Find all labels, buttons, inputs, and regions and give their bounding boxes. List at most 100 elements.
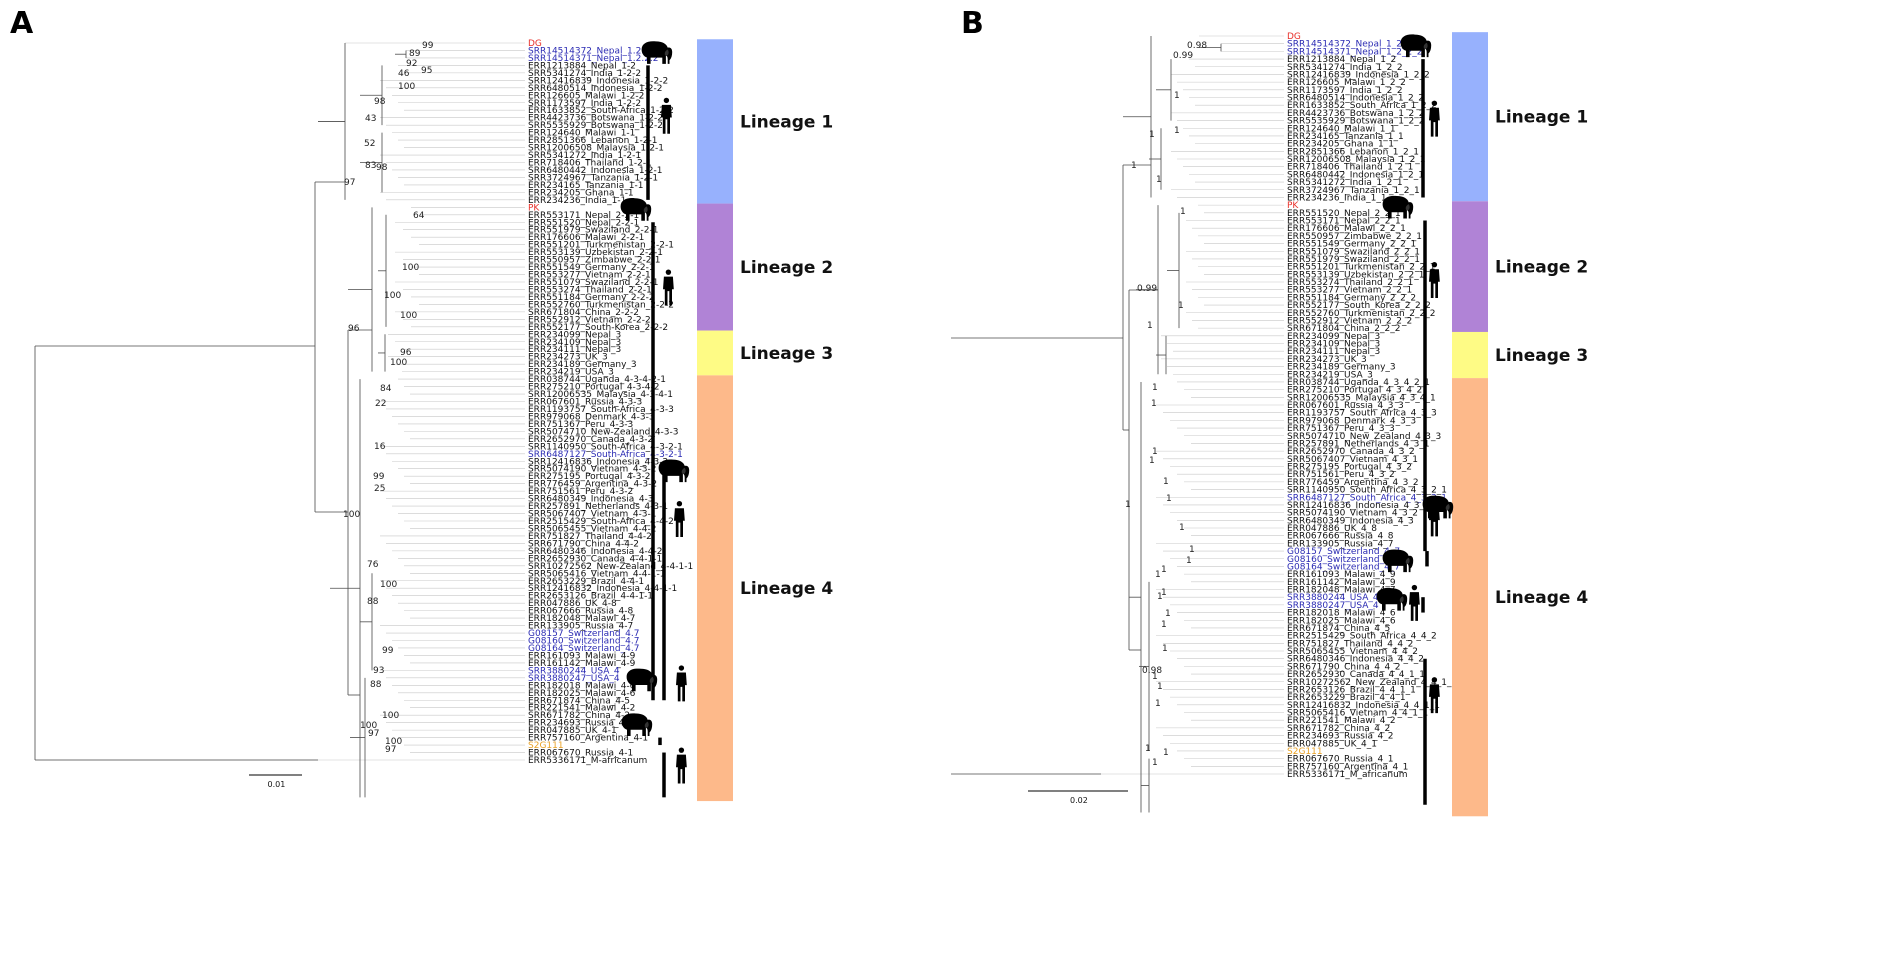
leaf-label: ERR182048_Malawi_4-7 bbox=[528, 614, 635, 624]
support-value: 88 bbox=[367, 597, 379, 607]
leaf-label: ERR553274_Thailand_2-2-1 bbox=[528, 285, 652, 295]
support-value: 1 bbox=[1131, 161, 1137, 171]
leaf-label: SRR671790_China_4_4_2 bbox=[1287, 662, 1400, 672]
leaf-label: SRR5535929_Botswana_1_2_2 bbox=[1287, 117, 1424, 127]
support-value: 1 bbox=[1186, 556, 1192, 566]
elephant-icon bbox=[1376, 587, 1408, 611]
leaf-label: SRR12416839_Indonesia_1_2_2 bbox=[1287, 70, 1430, 80]
leaf-label: SRR5065416_Vietnam_4-4-1-1 bbox=[528, 569, 665, 579]
leaf-label: SRR3880247_USA_4 bbox=[1287, 601, 1379, 611]
leaf-label: ERR671874_China_4-5 bbox=[528, 696, 630, 706]
support-value: 0.98 bbox=[1142, 666, 1162, 676]
leaf-label: SRR5065455_Vietnam_4_4_2 bbox=[1287, 647, 1418, 657]
leaf-label: ERR2515429_South-Africa_4-4-2 bbox=[528, 517, 674, 527]
leaf-label: ERR553139_Uzbekistan_2-2-1 bbox=[528, 248, 663, 258]
leaf-label: ERR234205_Ghana_1-1 bbox=[528, 188, 634, 198]
support-value: 1 bbox=[1165, 609, 1171, 619]
lineage-bar bbox=[697, 375, 733, 802]
leaf-label: ERR067601_Russia_4-3-3 bbox=[528, 398, 642, 408]
leaf-label: ERR2515429_South_Africa_4_4_2 bbox=[1287, 632, 1437, 642]
leaf-label: ERR182018_Malawi_4-6 bbox=[528, 681, 636, 691]
leaf-label: ERR047886_UK_4_8 bbox=[1287, 524, 1377, 534]
leaf-label: ERR1213884_Nepal_1_2 bbox=[1287, 55, 1396, 65]
support-value: 100 bbox=[402, 263, 419, 273]
leaf-label: ERR124640_Malawi_1-1 bbox=[528, 129, 635, 139]
leaf-label: SRR5341274_India_1-2-2 bbox=[528, 69, 641, 79]
leaf-label: ERR2851366_Lebanon_1-2-1 bbox=[528, 136, 658, 146]
leaf-label: SRR671804_China_2-2-2 bbox=[528, 308, 639, 318]
leaf-label: ERR221541_Malawi_4-2 bbox=[528, 704, 635, 714]
lineage-label: Lineage 1 bbox=[740, 112, 833, 132]
leaf-label: ERR2652970_Canada_4_3_2 bbox=[1287, 447, 1415, 457]
leaf-label: SRR12416836_Indonesia_4_3_2 bbox=[1287, 501, 1430, 511]
leaf-label: SRR10272562_New-Zealand_4-4-1-1 bbox=[528, 562, 693, 572]
leaf-label: ERR551201_Turkmenistan_2_2_1 bbox=[1287, 263, 1435, 273]
leaf-label: ERR552912_Vietnam_2_2_2 bbox=[1287, 316, 1412, 326]
support-value: 98 bbox=[374, 97, 386, 107]
leaf-label: ERR1193757_South_Africa_4_3_3 bbox=[1287, 409, 1437, 419]
leaf-label: SRR5067407_Vietnam_4-3-1 bbox=[528, 510, 657, 520]
leaf-label: SRR12416839_Indonesia_1-2-2 bbox=[528, 76, 668, 86]
leaf-label: ERR234236_India_1_1 bbox=[1287, 193, 1387, 203]
leaf-label: ERR182025_Malawi_4-6 bbox=[528, 689, 636, 699]
leaf-label: SRR6480514_Indonesia_1_2_2 bbox=[1287, 94, 1424, 104]
support-value: 99 bbox=[422, 41, 434, 51]
human-icon bbox=[1409, 584, 1420, 621]
support-value: 1 bbox=[1178, 301, 1184, 311]
leaf-label: SRR6480349_Indonesia_4-3 bbox=[528, 495, 654, 505]
leaf-label: SRR671782_China_4_2 bbox=[1287, 724, 1390, 734]
leaf-label: ERR234109_Nepal_3 bbox=[1287, 340, 1380, 350]
leaf-label: SRR14514371_Nepal_1_2_2_2 bbox=[1287, 47, 1422, 57]
support-value: 1 bbox=[1162, 644, 1168, 654]
leaf-label: ERR2851366_Lebanon_1_2_1 bbox=[1287, 147, 1419, 157]
leaf-label: ERR718406_Thailand_1-2-1 bbox=[528, 159, 652, 169]
leaf-label: ERR718406_Thailand_1_2_1 bbox=[1287, 163, 1413, 173]
support-value: 1 bbox=[1155, 570, 1161, 580]
leaf-label: SRR5341274_India_1_2_2 bbox=[1287, 63, 1403, 73]
leaf-label: ERR161142_Malawi_4-9 bbox=[528, 659, 636, 669]
support-value: 100 bbox=[390, 358, 407, 368]
leaf-label: ERR124640_Malawi_1_1 bbox=[1287, 124, 1396, 134]
leaf-label: DG bbox=[1287, 32, 1301, 42]
support-value: 99 bbox=[382, 646, 394, 656]
leaf-label: SRR5065455_Vietnam_4-4-2 bbox=[528, 524, 657, 534]
human-icon bbox=[661, 97, 672, 134]
elephant-icon bbox=[641, 41, 673, 64]
leaf-label: ERR275195_Portugal_4-3-2 bbox=[528, 472, 651, 482]
scale-label: 0.02 bbox=[1070, 796, 1088, 805]
leaf-label: ERR067670_Russia_4_1 bbox=[1287, 755, 1393, 765]
support-value: 0.99 bbox=[1137, 284, 1157, 294]
support-value: 100 bbox=[384, 291, 401, 301]
leaf-label: S2G111 bbox=[528, 741, 564, 751]
lineage-bar bbox=[697, 330, 733, 376]
leaf-label: ERR176606_Malawi_2-2-1 bbox=[528, 233, 644, 243]
support-value: 1 bbox=[1174, 91, 1180, 101]
leaf-label: ERR551979_Swaziland_2_2_1 bbox=[1287, 255, 1420, 265]
leaf-label: SRR1173597_India_1_2_2 bbox=[1287, 86, 1403, 96]
leaf-label: ERR551549_Germany_2_2_1 bbox=[1287, 240, 1416, 250]
support-value: 1 bbox=[1125, 500, 1131, 510]
leaf-label: SRR6487127_South-Africa_4-3-2-1 bbox=[528, 450, 683, 460]
leaf-label: SRR14514372_Nepal_1.2.2.2 bbox=[528, 46, 659, 56]
leaf-label: SRR12006535_Malaysia_4-3-4-1 bbox=[528, 390, 673, 400]
leaf-label: SRR6480349_Indonesia_4_3 bbox=[1287, 516, 1414, 526]
leaf-label: ERR234236_India_1-1 bbox=[528, 196, 626, 206]
leaf-label: ERR067670_Russia_4-1 bbox=[528, 749, 633, 759]
support-value: 1 bbox=[1163, 748, 1169, 758]
support-value: 22 bbox=[375, 399, 386, 409]
leaf-label: S2G111 bbox=[1287, 747, 1323, 757]
leaf-label: ERR234165_Tanzania_1-1 bbox=[528, 181, 643, 191]
support-value: 1 bbox=[1152, 383, 1158, 393]
elephant-icon bbox=[626, 668, 658, 692]
lineage-bar bbox=[1452, 378, 1488, 817]
leaf-label: ERR234189_Germany_3 bbox=[1287, 363, 1396, 373]
leaf-label: SRR3880247_USA_4 bbox=[528, 674, 620, 684]
support-value: 1 bbox=[1149, 130, 1155, 140]
lineage-label: Lineage 1 bbox=[1495, 108, 1588, 128]
support-value: 1 bbox=[1152, 672, 1158, 682]
leaf-label: ERR551079_Swaziland_2_2_1 bbox=[1287, 247, 1420, 257]
leaf-label: ERR067666_Russia_4_8 bbox=[1287, 532, 1394, 542]
support-value: 100 bbox=[360, 721, 377, 731]
